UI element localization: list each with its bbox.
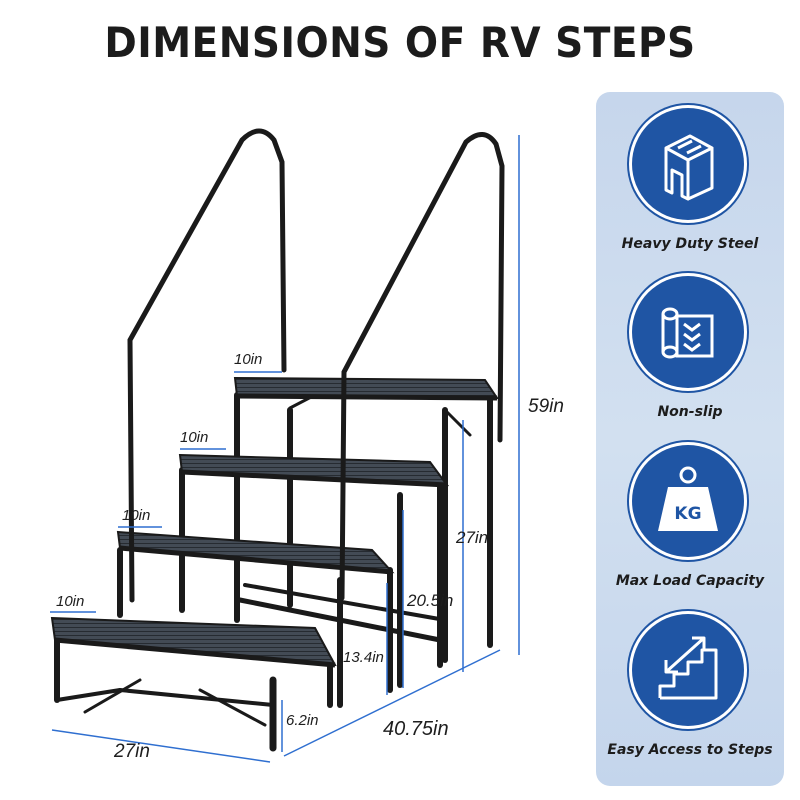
feature-max-load-capacity: KG Max Load Capacity [596,433,784,598]
features-panel: Heavy Duty Steel Non-slip KG [596,92,784,786]
dim-second-step-height: 13.4in [343,649,384,666]
feature-label: Heavy Duty Steel [621,236,759,252]
weight-kg-icon: KG [658,466,718,531]
feature-heavy-duty-steel: Heavy Duty Steel [596,96,784,261]
feature-icon-circle [632,276,744,388]
dim-total-height: 59in [528,396,564,417]
dimension-lines [50,135,520,763]
dim-step-depth-4: 10in [234,351,262,368]
page-title: DIMENSIONS OF RV STEPS [104,18,696,67]
dim-first-step-height: 6.2in [286,712,319,729]
kg-label: KG [674,504,701,524]
stairs-arrow-icon [658,636,718,700]
dim-step-depth-1: 10in [56,593,84,610]
dim-length: 40.75in [383,718,449,740]
dim-step-depth-3: 10in [180,429,208,446]
dimension-labels: 10in 10in 10in 10in 59in 27in 20.5in 13.… [56,351,564,762]
steel-beam-icon [664,134,714,201]
handrail-right [339,132,505,601]
non-slip-surface-icon [661,307,714,359]
feature-label: Non-slip [657,404,723,420]
feature-icon-circle: KG [632,445,744,557]
steps-frame [54,392,493,752]
feature-label: Max Load Capacity [615,573,765,589]
feature-label: Easy Access to Steps [607,742,773,758]
handrail-left [127,128,287,603]
dim-third-step-height: 20.5in [406,591,453,610]
feature-easy-access: Easy Access to Steps [596,602,784,767]
rv-steps-illustration: 10in 10in 10in 10in 59in 27in 20.5in 13.… [50,128,564,763]
feature-icon-circle [632,108,744,220]
feature-icon-circle [632,614,744,726]
handrails [127,128,505,603]
feature-non-slip: Non-slip [596,264,784,429]
dim-width: 27in [113,741,150,762]
step-treads [50,376,499,668]
dim-platform-height: 27in [455,528,488,547]
dim-step-depth-2: 10in [122,507,150,524]
